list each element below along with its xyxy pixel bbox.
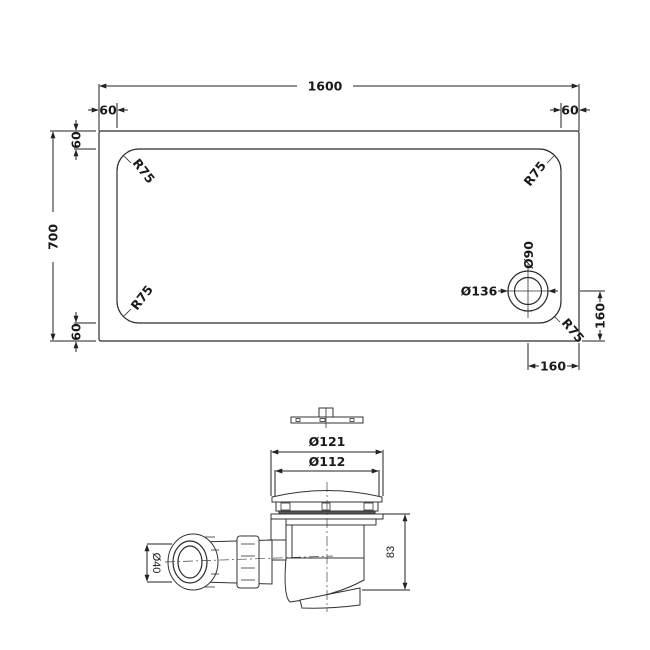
tray-outline	[98, 130, 580, 342]
dim-rim-bottom: 60	[69, 312, 96, 352]
corner-radius-bottom-left: R75	[123, 282, 156, 317]
overall-width-label: 700	[46, 224, 61, 250]
tray-plan-view: 1600 60 60 700 60	[46, 79, 608, 374]
waste-outlet	[504, 264, 552, 318]
dim-outlet: Ø40	[144, 543, 172, 583]
grate-part	[290, 407, 364, 428]
rim-right-label: 60	[561, 103, 579, 118]
cover-inner-diameter-label: Ø112	[309, 454, 346, 469]
waste-offset-end-label: 160	[540, 359, 566, 374]
dim-rim-top: 60	[69, 120, 96, 160]
radius-tr-label: R75	[521, 158, 549, 189]
dim-overall-width: 700	[46, 130, 96, 342]
waste-offset-side-label: 160	[593, 303, 608, 329]
waste-outer-diameter-label: Ø136	[461, 284, 498, 299]
radius-tl-label: R75	[130, 156, 158, 187]
cover-outer-diameter-label: Ø121	[309, 434, 346, 449]
dim-overall-length: 1600	[98, 79, 580, 131]
corner-radius-top-right: R75	[521, 155, 555, 189]
waste-inner-diameter-label: Ø90	[521, 241, 536, 269]
dim-rim-right: 60	[550, 103, 590, 128]
outlet-pipe	[199, 535, 273, 589]
rim-bottom-label: 60	[69, 323, 84, 341]
radius-bl-label: R75	[128, 282, 156, 313]
dim-cover-outer: Ø121	[270, 434, 384, 496]
rim-left-label: 60	[99, 103, 117, 118]
rim-top-label: 60	[69, 131, 84, 149]
horizontal-centerline	[164, 555, 334, 563]
outlet-diameter-label: Ø40	[150, 553, 162, 574]
dim-rim-left: 60	[88, 103, 128, 128]
corner-radius-top-left: R75	[123, 156, 158, 187]
overall-length-label: 1600	[308, 79, 343, 94]
dim-cover-inner: Ø112	[274, 454, 380, 496]
trap-body	[267, 513, 384, 609]
dim-trap-height: 83	[362, 513, 410, 591]
dim-waste-offset-side: 160	[580, 290, 608, 342]
compression-nut	[167, 533, 219, 591]
waste-trap-elevation: Ø121 Ø112	[144, 407, 410, 612]
dim-waste-offset-end: 160	[527, 343, 580, 374]
dim-waste-inner: Ø90	[521, 241, 536, 269]
dim-waste-outer: Ø136	[461, 284, 558, 299]
trap-height-label: 83	[385, 546, 397, 558]
tray-basin-outline	[116, 148, 562, 324]
